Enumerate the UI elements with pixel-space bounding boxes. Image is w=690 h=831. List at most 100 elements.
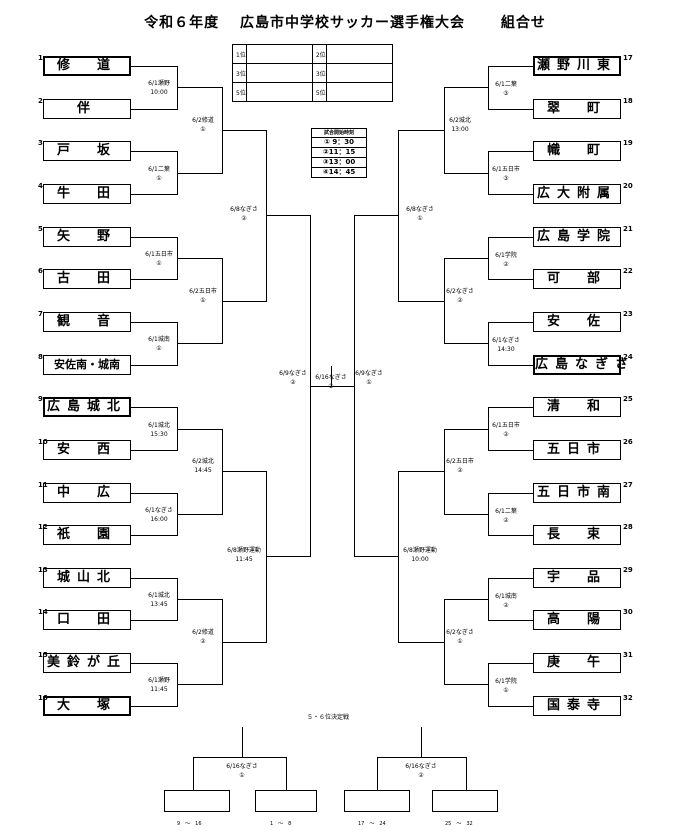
fifth-slot-label: 25 ～ 32 (445, 821, 473, 827)
match-slot: 16:00 (150, 515, 168, 523)
team-number: 30 (623, 608, 633, 617)
bracket-line (398, 471, 445, 473)
team-box: 牛 田 (43, 183, 131, 204)
match-date-venue: 6/1二葉 (495, 81, 517, 88)
team-box: 長 束 (533, 525, 621, 546)
team-box: 安 佐 (533, 311, 621, 332)
bracket-line (222, 129, 267, 131)
team-number: 16 (38, 693, 48, 702)
bracket-line (488, 663, 534, 665)
team-box: 広大附属 (533, 183, 621, 204)
bracket-line (177, 172, 223, 174)
team-box: 宇 品 (533, 567, 621, 588)
team-box: 広島城北 (43, 397, 131, 418)
match-date-venue: 6/8なぎさ (406, 206, 434, 214)
rank-label: 5位 (232, 82, 247, 102)
schedule-row: ④14：45 (311, 167, 367, 178)
rank-value-cell[interactable] (325, 82, 393, 102)
bracket-line (488, 66, 534, 67)
bracket-line (488, 705, 534, 707)
schedule-row: ②11：15 (311, 147, 367, 158)
bracket-line (177, 257, 223, 259)
match-date-venue: 6/1二葉 (495, 507, 517, 515)
match-date-venue: 6/2なぎさ (446, 628, 474, 636)
match-date-venue: 6/1なぎさ (492, 336, 520, 344)
bracket-line (466, 757, 467, 791)
match-date-venue: 6/1五日市 (492, 166, 520, 174)
bracket-line (488, 108, 534, 110)
team-box: 城山北 (43, 567, 131, 588)
rank-value-cell[interactable] (245, 44, 313, 64)
match-date-venue: 6/1なぎさ (145, 506, 173, 514)
team-number: 26 (623, 437, 633, 446)
rank-value-cell[interactable] (325, 63, 393, 83)
team-box: 口 田 (43, 610, 131, 631)
team-number: 25 (623, 395, 633, 404)
match-date-venue: 6/1五日市 (492, 422, 520, 430)
page-title: 令和６年度 広島市中学校サッカー選手権大会 組合せ (144, 15, 546, 31)
bracket-line (131, 577, 178, 579)
match-date-venue: 6/1学院 (495, 251, 517, 259)
bracket-line (131, 705, 178, 707)
rank-value-cell[interactable] (245, 63, 313, 83)
team-box: 戸 坂 (43, 141, 131, 162)
bracket-line (488, 449, 534, 451)
match-slot: ① (156, 174, 162, 182)
bracket-line (377, 757, 467, 758)
match-date-venue: 6/16なぎさ (405, 763, 437, 770)
team-number: 12 (38, 523, 48, 532)
bracket-line (131, 492, 178, 494)
match-date-venue: 6/2五日市 (189, 287, 217, 295)
bracket-line (177, 87, 223, 89)
match-slot: ② (200, 637, 206, 645)
team-box: 美鈴が丘 (43, 653, 131, 674)
team-number: 5 (38, 224, 43, 233)
bracket-line (488, 364, 534, 366)
team-box: 広島学院 (533, 226, 621, 247)
rank-value-cell[interactable] (245, 82, 313, 102)
team-number: 2 (38, 96, 43, 105)
match-date-venue: 6/16なぎさ (226, 763, 258, 770)
rank-label: 3位 (232, 63, 247, 83)
match-date-venue: 6/8瀬野運動 (227, 547, 261, 555)
bracket-line (131, 193, 178, 195)
match-slot: ① (156, 345, 162, 353)
bracket-line (131, 66, 178, 67)
match-slot: 14:45 (194, 467, 212, 475)
team-box: 五日市南 (533, 482, 621, 503)
match-date-venue: 6/1城南 (495, 592, 517, 600)
match-slot: ① (200, 296, 206, 304)
bracket-line (266, 215, 311, 217)
bracket-line (444, 428, 489, 430)
match-slot: 11:45 (235, 556, 253, 564)
fifth-place-slot-box (344, 790, 410, 812)
bracket-line (488, 279, 534, 281)
match-slot: ① (503, 687, 509, 695)
team-box: 清 和 (533, 397, 621, 418)
team-box: 修 道 (43, 56, 131, 76)
match-slot: ② (503, 260, 509, 268)
bracket-line (177, 428, 223, 430)
team-box: 広島なぎさ (533, 354, 628, 375)
bracket-line (488, 193, 534, 195)
match-date-venue: 6/2修道 (192, 116, 214, 124)
match-date-venue: 6/1瀬野 (148, 80, 170, 88)
rank-value-cell[interactable] (325, 44, 393, 64)
match-slot: 10:00 (411, 556, 429, 564)
team-number: 17 (623, 54, 633, 62)
match-date-venue: 6/1瀬野 (148, 677, 170, 685)
match-slot: 15:30 (150, 430, 168, 438)
